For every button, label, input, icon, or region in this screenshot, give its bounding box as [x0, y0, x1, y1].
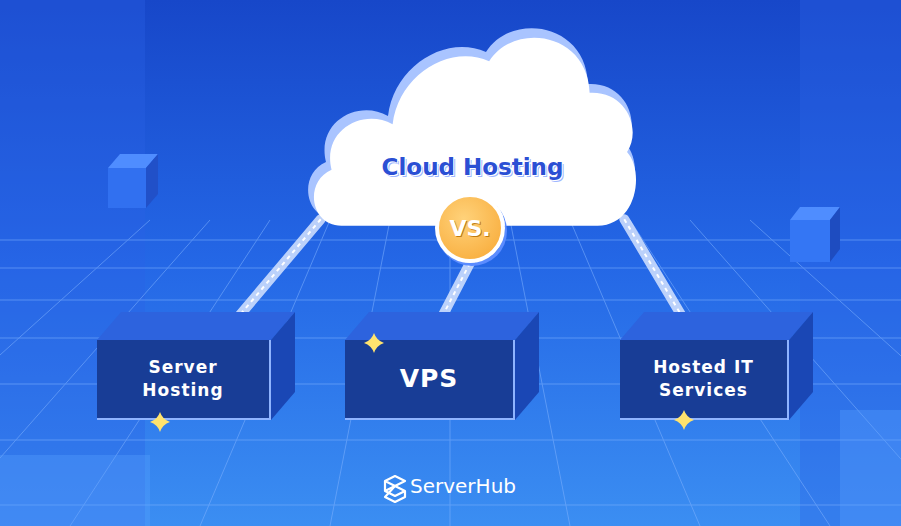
service-box: VPS — [345, 340, 515, 420]
box-top — [97, 312, 295, 340]
box-top — [345, 312, 539, 340]
box-side — [789, 312, 813, 420]
box-side — [515, 312, 539, 420]
service-box: Server Hosting — [97, 340, 271, 420]
sparkle — [364, 333, 384, 353]
node-label: Server Hosting — [97, 348, 269, 410]
box-top — [620, 312, 813, 340]
service-box: Hosted IT Services — [620, 340, 789, 420]
versus-badge: VS. — [435, 193, 505, 263]
node-label: Hosted IT Services — [620, 348, 787, 410]
node-label: Cloud Hosting — [382, 66, 564, 180]
node-label: VS. — [449, 216, 490, 241]
node-label: VPS — [388, 354, 471, 404]
sparkle — [150, 412, 170, 432]
box-side — [271, 312, 295, 420]
sparkle — [674, 410, 694, 430]
brand-name: ServerHub — [410, 474, 516, 498]
